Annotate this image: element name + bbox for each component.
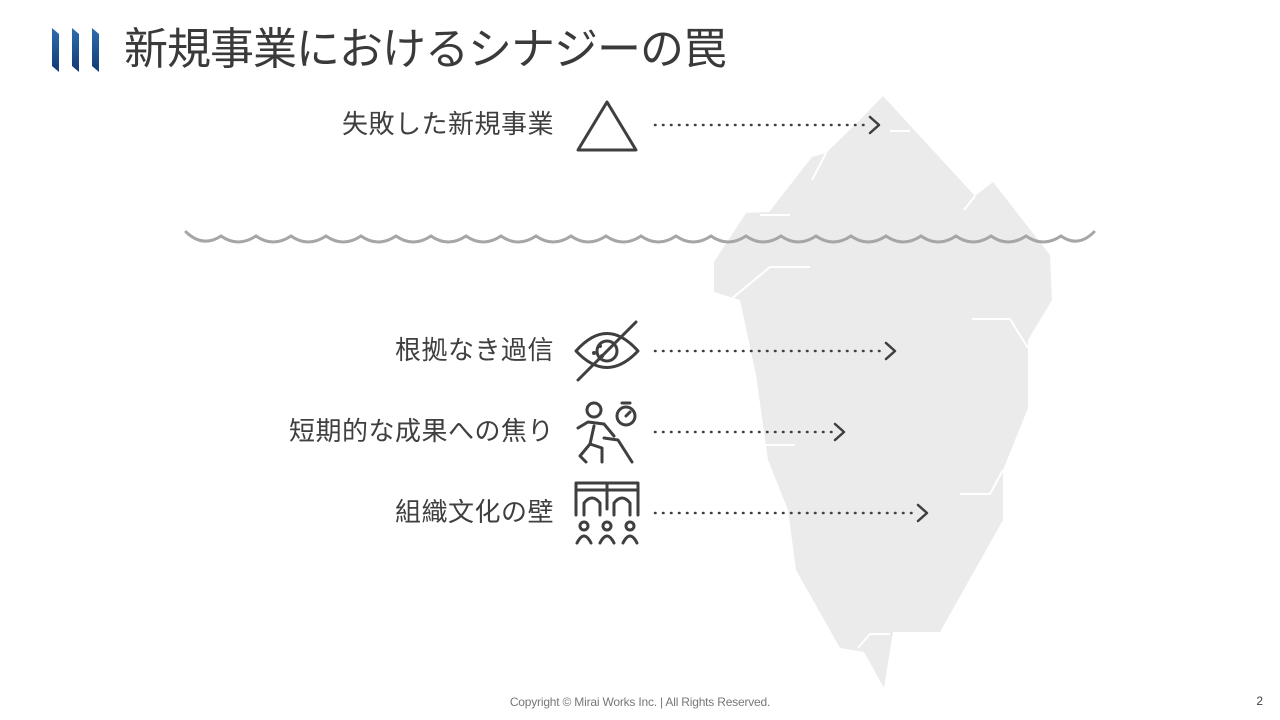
iceberg-shape: [714, 96, 1052, 688]
running-with-stopwatch-icon: [576, 401, 637, 464]
label-short-term-impatience: 短期的な成果への焦り: [288, 417, 554, 447]
arrow-head-3: [833, 422, 846, 442]
arrow-head-1: [868, 115, 881, 135]
water-line: [184, 230, 1096, 244]
copyright-footer: Copyright © Mirai Works Inc. | All Right…: [509, 695, 771, 709]
label-organizational-culture-wall: 組織文化の壁: [394, 498, 554, 528]
label-failed-new-business: 失敗した新規事業: [341, 110, 554, 140]
organization-wall-icon: [574, 481, 640, 545]
page-title: 新規事業におけるシナジーの罠: [124, 24, 727, 75]
company-logo-icon: [52, 28, 99, 72]
label-baseless-overconfidence: 根拠なき過信: [394, 336, 554, 366]
arrow-head-2: [884, 341, 897, 361]
eye-slash-icon: [574, 320, 640, 382]
arrow-head-4: [916, 503, 929, 523]
triangle-icon: [576, 100, 638, 152]
page-number: 2: [1256, 694, 1263, 708]
